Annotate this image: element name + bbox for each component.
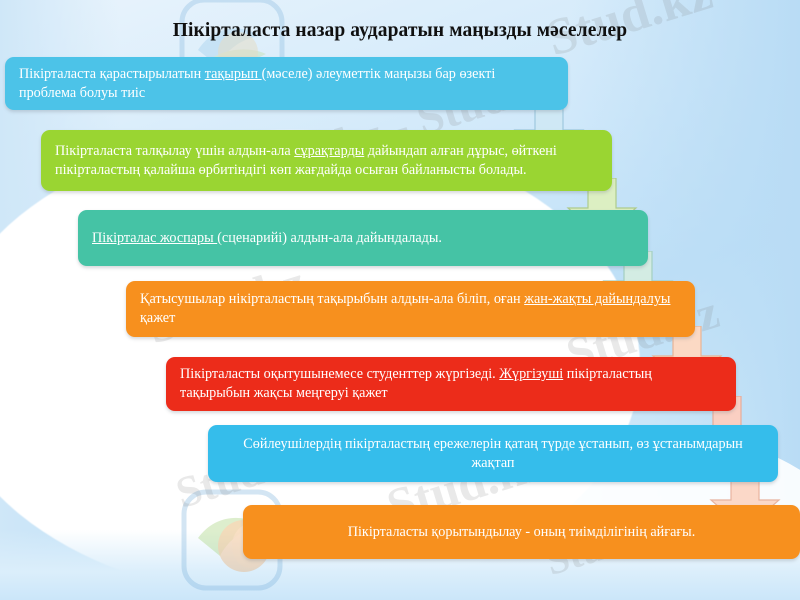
page-title: Пікірталаста назар аударатын маңызды мәс… [172,20,628,41]
step-text-2-after: дайындап алған дұрыс, өйткені пікірталас… [55,142,557,178]
step-box-3[interactable]: Пікірталас жоспары (сценарийі) алдын-ала… [78,210,648,266]
step-text-1-after: (мәселе) әлеуметтік маңызы бар өзекті пр… [19,65,496,101]
step-box-1[interactable]: Пікірталаста қарастырылатын тақырып (мәс… [5,57,568,110]
step-text-2-before: Пікірталаста талқылау үшін алдын-ала [55,142,295,159]
step-text-7-before: Пікірталасты қорытындылау - оның тиімділ… [347,523,696,540]
step-text-4-after: қажет [140,310,176,326]
step-text-5-before: Пікірталасты оқытушынемесе студенттер жү… [180,366,500,383]
step-text-3-underlined: Пікірталас жоспары [92,229,218,246]
step-box-5[interactable]: Пікірталасты оқытушынемесе студенттер жү… [166,357,736,411]
step-text-4-before: Қатысушылар нікірталастың тақырыбын алды… [140,291,525,308]
step-text-1-underlined: тақырып [204,65,262,82]
step-text-3: Пікірталас жоспары (сценарийі) алдын-ала… [92,229,634,248]
step-box-6[interactable]: Сөйлеушілердің пікірталастың ережелерін … [208,425,778,482]
step-text-1-before: Пікірталаста қарастырылатын [19,65,205,82]
step-text-5-underlined: Жүргізуші [499,366,564,383]
step-box-2[interactable]: Пікірталаста талқылау үшін алдын-ала сұр… [41,130,612,191]
step-text-4: Қатысушылар нікірталастың тақырыбын алды… [140,290,681,327]
step-text-3-after: (сценарийі) алдын-ала дайындалады. [217,229,442,246]
step-text-5-after: пікірталастың тақырыбын жақсы меңгеруі қ… [180,366,652,401]
step-text-7: Пікірталасты қорытындылау - оның тиімділ… [257,523,786,542]
step-text-4-underlined: жан-жақты дайындалуы [524,291,671,308]
step-box-7[interactable]: Пікірталасты қорытындылау - оның тиімділ… [243,505,800,559]
step-text-6: Сөйлеушілердің пікірталастың ережелерін … [222,435,764,472]
step-box-4[interactable]: Қатысушылар нікірталастың тақырыбын алды… [126,281,695,337]
step-text-2-underlined: сұрақтарды [294,142,365,159]
step-text-5: Пікірталасты оқытушынемесе студенттер жү… [180,365,722,402]
step-text-6-before: Сөйлеушілердің пікірталастың ережелерін … [243,435,743,471]
step-text-2: Пікірталаста талқылау үшін алдын-ала сұр… [55,142,598,179]
step-text-1: Пікірталаста қарастырылатын тақырып (мәс… [19,65,554,102]
